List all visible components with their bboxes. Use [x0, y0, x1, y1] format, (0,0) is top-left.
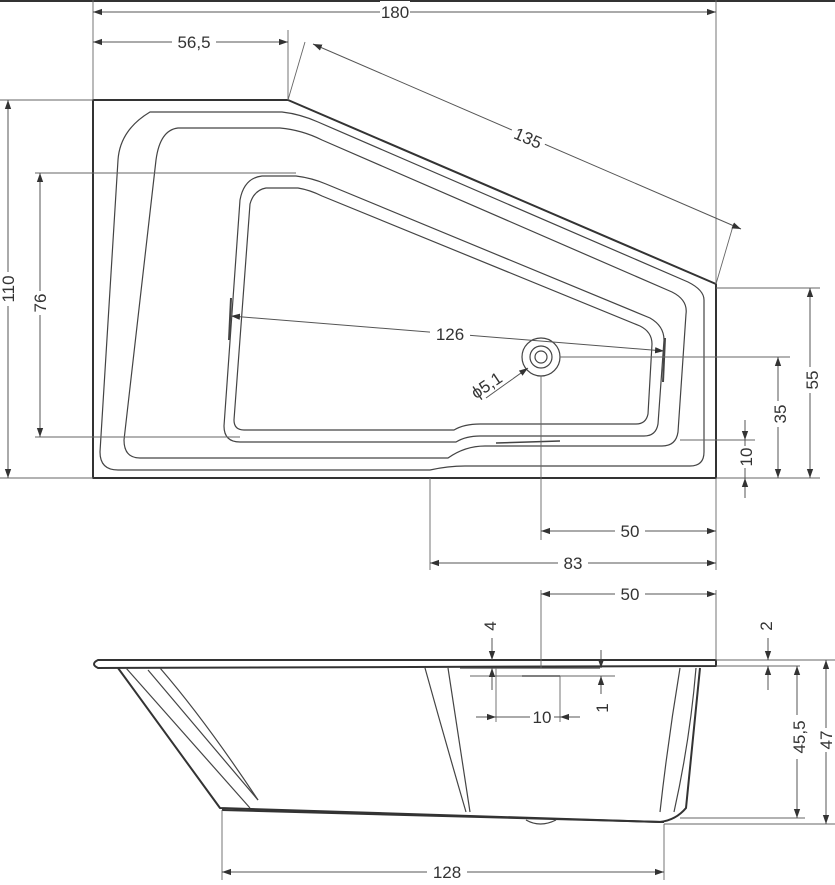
- svg-text:180: 180: [381, 3, 409, 22]
- dim-overflow-offset: 1: [593, 650, 612, 713]
- dim-overall-depth: 110: [0, 100, 18, 478]
- svg-text:55: 55: [803, 371, 822, 390]
- dim-drain-from-right: 50: [541, 521, 716, 541]
- dim-drain-diameter: ϕ5,1: [458, 361, 529, 408]
- bathtub-basin: [123, 127, 687, 459]
- section-view: 50 4 2 10: [93, 584, 835, 882]
- dim-bottom-length: 128: [222, 861, 664, 882]
- dim-overall-width: 180: [93, 1, 716, 22]
- dim-front-segment: 83: [430, 553, 716, 573]
- svg-text:35: 35: [771, 405, 790, 424]
- svg-text:1: 1: [593, 703, 612, 712]
- dim-inner-depth: 76: [29, 173, 50, 437]
- dim-front-step: 10: [735, 420, 756, 498]
- svg-text:47: 47: [817, 731, 835, 750]
- svg-text:10: 10: [737, 448, 756, 467]
- svg-text:50: 50: [621, 585, 640, 604]
- svg-text:2: 2: [757, 621, 776, 630]
- dim-right-side-height: 55: [801, 288, 822, 478]
- bathtub-rim-inner: [99, 111, 705, 471]
- dim-overflow-width: 10: [476, 707, 580, 727]
- svg-text:10: 10: [533, 708, 552, 727]
- svg-text:50: 50: [621, 522, 640, 541]
- dim-back-segment: 56,5: [93, 32, 288, 52]
- svg-text:4: 4: [481, 621, 500, 630]
- dim-total-height: 47: [815, 660, 835, 824]
- dim-inner-length: 126: [230, 313, 665, 354]
- drain-inner: [529, 345, 553, 369]
- plan-view: 180 56,5 135 110: [0, 0, 822, 573]
- dim-rim-thickness: 2: [757, 621, 776, 690]
- bathtub-body-section: [117, 667, 701, 823]
- bathtub-rim-section: [93, 659, 717, 669]
- dim-rim-offset: 4: [481, 621, 500, 690]
- dim-section-drain-from-right: 50: [541, 584, 716, 604]
- svg-text:76: 76: [31, 294, 50, 313]
- dim-inner-height: 45,5: [788, 666, 809, 818]
- bathtub-outer-rim: [92, 99, 717, 479]
- svg-text:45,5: 45,5: [790, 720, 809, 753]
- dim-drain-from-front: 35: [769, 357, 790, 478]
- svg-text:110: 110: [0, 275, 18, 302]
- svg-text:126: 126: [436, 325, 464, 344]
- svg-text:128: 128: [433, 863, 461, 880]
- drain-outer: [521, 337, 561, 377]
- svg-text:56,5: 56,5: [177, 33, 210, 52]
- dim-angled-edge: 135: [312, 43, 742, 230]
- svg-text:83: 83: [564, 554, 583, 573]
